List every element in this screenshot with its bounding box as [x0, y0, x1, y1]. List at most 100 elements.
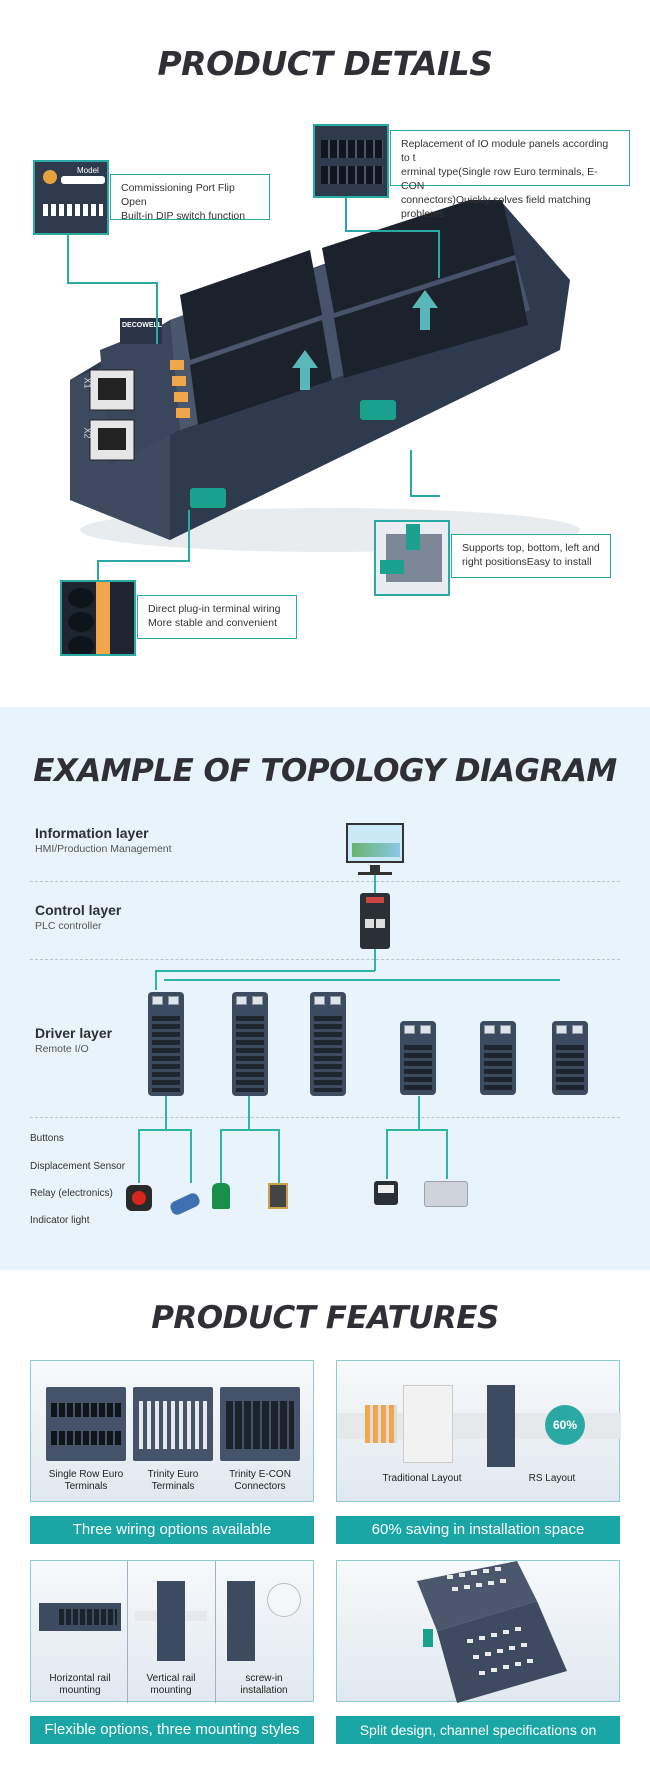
screw-detail-icon [267, 1583, 301, 1617]
port-x2-label: X2 [82, 427, 93, 439]
wiring-options-card: Single Row Euro Terminals Trinity Euro T… [30, 1360, 314, 1502]
plc-led [366, 897, 384, 903]
plc-port [376, 919, 385, 928]
card-divider [127, 1561, 128, 1703]
port-x1-label: X1 [82, 377, 93, 389]
terminal-hole [68, 636, 94, 654]
indicator-light-icon [212, 1183, 230, 1209]
horizontal-module [39, 1603, 121, 1631]
connector-line [438, 230, 440, 278]
topology-link [446, 1129, 448, 1179]
remote-io-module [148, 992, 184, 1096]
euro-terminal-panel [46, 1387, 126, 1461]
terminal-hole [68, 588, 94, 608]
green-clip [380, 560, 404, 574]
dip-switch [43, 204, 103, 216]
mounting-styles-bar: Flexible options, three mounting styles [30, 1716, 314, 1744]
topology-link [164, 979, 246, 981]
push-button-icon [126, 1185, 152, 1211]
connector-line [410, 495, 440, 497]
connector-line [97, 560, 189, 562]
layer-divider [30, 881, 620, 882]
layer-sub: PLC controller [35, 920, 102, 932]
trinity-euro-panel [133, 1387, 213, 1461]
monitor-stand [370, 865, 380, 873]
topology-link [386, 1129, 388, 1179]
orange-plug [96, 582, 110, 654]
topology-link [246, 979, 328, 981]
split-design-card [336, 1560, 620, 1703]
plc-port [365, 919, 374, 928]
topology-link [138, 1129, 192, 1131]
layer-divider [30, 1117, 620, 1118]
connector-line [410, 450, 412, 496]
terminal-row [321, 166, 383, 184]
monitor-base [358, 872, 392, 875]
device-label: Buttons [30, 1133, 64, 1144]
displacement-sensor-icon [168, 1191, 202, 1217]
meter-icon [374, 1181, 398, 1205]
wiring-caption: Trinity E-CON Connectors [229, 1469, 291, 1492]
mounting-caption: Vertical rail mounting [146, 1673, 196, 1696]
topology-link [220, 1129, 280, 1131]
dip-thumbnail: Model [33, 160, 109, 235]
connector-line [156, 282, 158, 344]
wiring-caption: Single Row Euro Terminals [48, 1469, 124, 1492]
split-design-drawing [417, 1561, 567, 1703]
remote-io-module [400, 1021, 436, 1095]
split-design-bar: Split design, channel specifications on … [336, 1716, 620, 1766]
topology-link [386, 1129, 448, 1131]
terminal-row [321, 140, 383, 158]
plugin-line1: Direct plug-in terminal wiring [148, 603, 281, 615]
topology-link [418, 1096, 420, 1130]
dip-callout: Commissioning Port Flip Open Built-in DI… [110, 174, 270, 222]
topology-link [374, 949, 376, 971]
vertical-module [157, 1581, 185, 1661]
topology-link [155, 970, 375, 972]
panel-callout: Replacement of IO module panels accordin… [390, 130, 630, 220]
remote-io-module [232, 992, 268, 1096]
plc-controller-icon [360, 893, 390, 949]
hmi-screen [352, 843, 400, 857]
topology-link [418, 979, 498, 981]
saving-badge: 60% [545, 1405, 585, 1445]
topology-title: EXAMPLE OF TOPOLOGY DIAGRAM [33, 753, 617, 789]
plugin-line2: More stable and convenient [148, 617, 277, 629]
panel-line1: Replacement of IO module panels accordin… [401, 138, 609, 164]
topology-link [278, 1129, 280, 1183]
topology-link [328, 979, 418, 981]
traditional-module [403, 1385, 453, 1463]
remote-io-module [552, 1021, 588, 1095]
space-saving-bar: 60% saving in installation space [336, 1516, 620, 1544]
layer-title: Control layer [35, 902, 122, 918]
connector-line [345, 230, 440, 232]
panel-line2: erminal type(Single row Euro terminals, … [401, 166, 598, 192]
remote-io-module [480, 1021, 516, 1095]
layer-title: Driver layer [35, 1025, 113, 1041]
topology-link [248, 1096, 250, 1130]
model-label: Model [77, 166, 99, 175]
features-title: PRODUCT FEATURES [151, 1300, 499, 1336]
dip-line1: Commissioning Port Flip Open [121, 182, 235, 208]
brand-label: DECOWELL [122, 322, 163, 329]
mounting-styles-card: Horizontal rail mounting Vertical rail m… [30, 1560, 314, 1703]
device-label: Displacement Sensor [30, 1161, 126, 1172]
green-clip [406, 524, 420, 550]
econ-panel [220, 1387, 300, 1461]
device-label: Relay (electronics) [30, 1188, 113, 1199]
port-icon [43, 170, 57, 184]
layer-sub: Remote I/O [35, 1043, 89, 1055]
topology-section: EXAMPLE OF TOPOLOGY DIAGRAM Information … [0, 707, 650, 1270]
mount-callout: Supports top, bottom, left and right pos… [451, 534, 611, 578]
connector-line [67, 282, 157, 284]
mounting-caption: screw-in installation [240, 1673, 288, 1696]
connector-line [97, 560, 99, 582]
mount-thumbnail [374, 520, 450, 596]
terminal-block-icon [365, 1405, 397, 1443]
mount-line2: right positionsEasy to install [462, 556, 592, 568]
device-label: Indicator light [30, 1215, 90, 1226]
wiring-caption: Trinity Euro Terminals [147, 1469, 199, 1492]
topology-link [220, 1129, 222, 1183]
connector-line [67, 233, 69, 283]
traditional-layout-label: Traditional Layout [382, 1473, 462, 1484]
